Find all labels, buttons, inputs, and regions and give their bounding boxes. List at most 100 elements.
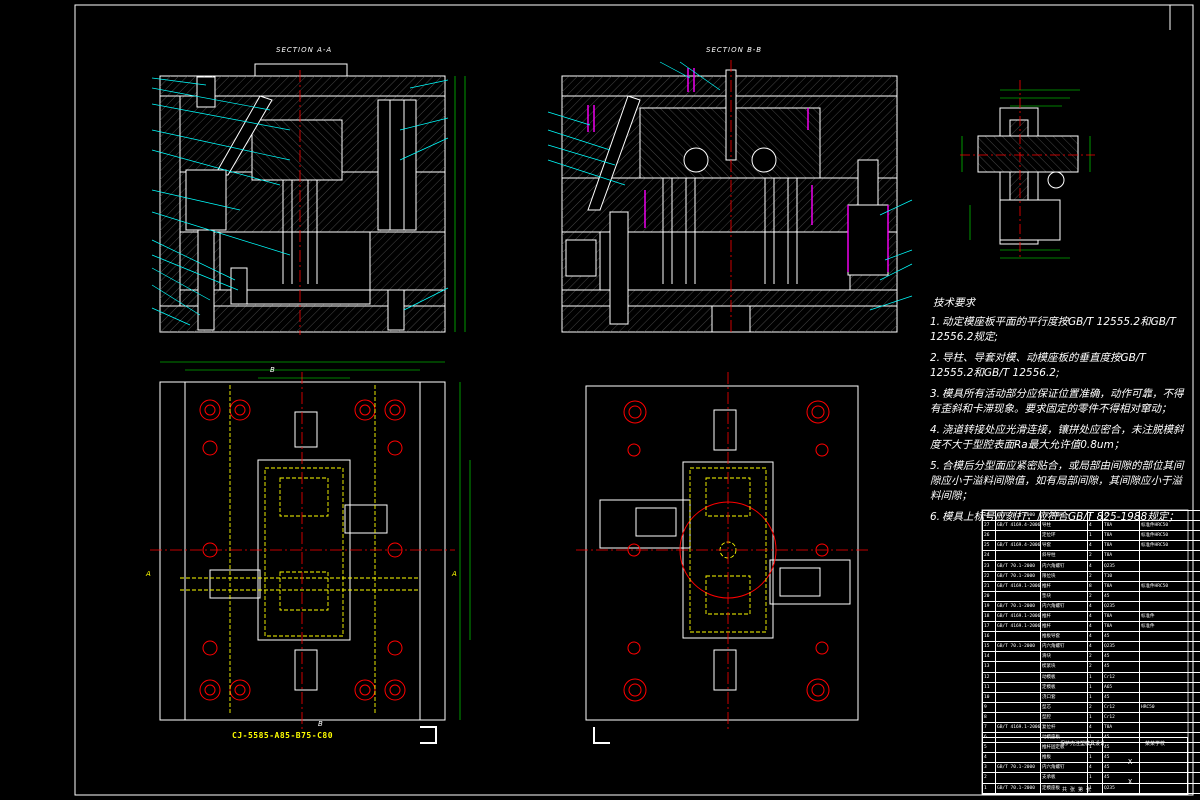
bom-name: 推杆 — [1040, 610, 1088, 623]
bom-qty: 8 — [1087, 580, 1103, 592]
bom-remark: 标准件HRC50 — [1139, 520, 1200, 532]
bom-material: Cr12 — [1102, 671, 1140, 683]
note-item: 2.导柱、导套对模、动模座板的垂直度按GB/T 12555.2和GB/T 125… — [930, 351, 1192, 381]
bom-remark — [1139, 641, 1200, 653]
note-num: 6. — [930, 511, 941, 523]
bom-material: 45 — [1102, 661, 1140, 673]
bom-qty: 4 — [1087, 520, 1103, 532]
cut-line-b-top: B — [270, 366, 276, 374]
bom-remark — [1139, 782, 1200, 794]
bom-remark — [1139, 691, 1200, 703]
bom-remark: 标准件HRC50 — [1139, 580, 1200, 592]
bom-remark: 标准件 — [1139, 610, 1200, 623]
bom-no: 9 — [982, 701, 996, 713]
bom-standard — [995, 651, 1041, 663]
bom-standard — [995, 691, 1041, 703]
bom-remark: HRC50 — [1139, 701, 1200, 713]
bom-standard — [995, 671, 1041, 683]
section-a-a-leaders — [151, 77, 449, 326]
bom-remark — [1139, 711, 1200, 723]
bom-no: 27 — [982, 520, 996, 532]
plan-view-right-holes — [623, 400, 830, 702]
drawing-frame — [74, 4, 1194, 796]
bom-no: 12 — [982, 671, 996, 683]
bom-standard: GB/T 4169.4-2006 — [995, 520, 1041, 532]
bom-remark — [1139, 560, 1200, 572]
technical-notes: 技术要求 1.动定模座板平面的平行度按GB/T 12555.2和GB/T 125… — [930, 296, 1192, 531]
bom-material: Q235 — [1102, 560, 1140, 572]
bom-name: 动模板 — [1040, 671, 1088, 683]
bom-standard — [995, 701, 1041, 713]
bom-name: 浇口套 — [1040, 691, 1088, 703]
bom-no: 14 — [982, 651, 996, 663]
bom-remark — [1139, 600, 1200, 612]
bom-material: 45 — [1102, 631, 1140, 643]
bom-material: Cr12 — [1102, 701, 1140, 713]
bom-name: 定位环 — [1040, 530, 1088, 542]
bom-material: T8A — [1102, 520, 1140, 532]
bom-material: T10 — [1102, 570, 1140, 582]
bom-name: 推杆 — [1040, 621, 1088, 633]
bom-no: 10 — [982, 691, 996, 703]
bom-no: 28 — [982, 509, 996, 522]
bom-no: 25 — [982, 540, 996, 552]
bom-remark — [1139, 590, 1200, 602]
bom-no: 18 — [982, 610, 996, 623]
bom-remark — [1139, 509, 1200, 522]
bom-name: 滑块 — [1040, 651, 1088, 663]
bom-name: 斜导柱 — [1040, 550, 1088, 562]
cut-line-b-bottom: B — [318, 720, 324, 728]
section-b-b-magenta — [587, 68, 889, 272]
section-b-b-label: SECTION B-B — [706, 46, 763, 54]
note-item: 5.合模后分型面应紧密贴合，或局部由间隙的部位其间隙应小于溢料间隙值，如有局部间… — [930, 459, 1192, 504]
notes-title: 技术要求 — [933, 297, 975, 309]
note-num: 5. — [930, 460, 941, 472]
bom-standard: GB/T 70.1-2000 — [995, 509, 1041, 522]
bom-name: 推板导套 — [1040, 631, 1088, 643]
bom-name: 定模板 — [1040, 681, 1088, 693]
bom-material: T8A — [1102, 610, 1140, 623]
bom-standard: GB/T 4169.1-2006 — [995, 621, 1041, 633]
bom-name: 推杆 — [1040, 580, 1088, 592]
bom-name: 垫块 — [1040, 590, 1088, 602]
note-text: 模具所有活动部分应保证位置准确，动作可靠，不得有歪斜和卡滞现象。要求固定的零件不… — [930, 388, 1184, 415]
cut-line-a-right: A — [452, 570, 458, 578]
note-text: 合模后分型面应紧密贴合，或局部由间隙的部位其间隙应小于溢料间隙值，如有局部间隙，… — [930, 460, 1184, 502]
bom-qty: 1 — [1087, 681, 1103, 693]
bom-no: 13 — [982, 661, 996, 673]
bom-qty: 2 — [1087, 661, 1103, 673]
part-detail-dims — [961, 89, 1091, 259]
bom-remark — [1139, 631, 1200, 643]
bom-standard — [995, 550, 1041, 562]
bom-qty: 4 — [1087, 600, 1103, 612]
bom-standard — [995, 661, 1041, 673]
bom-no: 20 — [982, 590, 996, 602]
plan-view-left-dims — [160, 361, 471, 720]
bom-material: T8A — [1102, 550, 1140, 562]
bom-standard: GB/T 4169.1-2006 — [995, 580, 1041, 592]
note-num: 1. — [930, 316, 941, 328]
bom-material: A65 — [1102, 681, 1140, 693]
section-b-b-view — [561, 69, 898, 333]
plan-view-right-centerline — [576, 372, 868, 730]
bom-remark — [1139, 661, 1200, 673]
bom-standard: GB/T 70.1-2000 — [995, 560, 1041, 572]
bom-remark: 标准件 — [1139, 621, 1200, 633]
bom-material: T8A — [1102, 721, 1140, 734]
bom-no: 24 — [982, 550, 996, 562]
bom-material: 45 — [1102, 691, 1140, 703]
note-item: 1.动定模座板平面的平行度按GB/T 12555.2和GB/T 12556.2规… — [930, 315, 1192, 345]
